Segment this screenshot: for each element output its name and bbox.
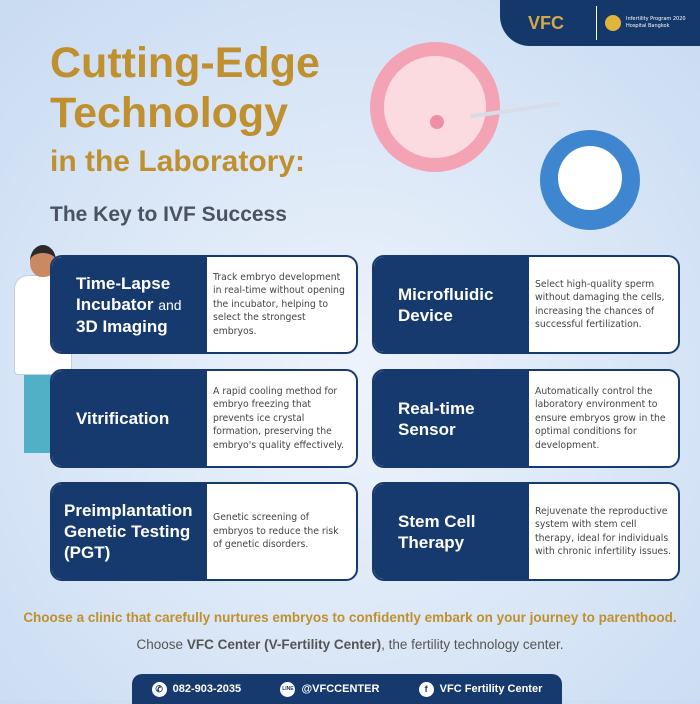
cta-line1: Choose a clinic that carefully nurtures … [23, 610, 677, 625]
card-title-text: Time-Lapse Incubator [76, 273, 171, 314]
card-desc: Track embryo development in real-time wi… [213, 271, 345, 337]
card-stem-cell: Stem Cell Therapy Rejuvenate the reprodu… [372, 482, 680, 581]
card-microfluidic: Microfluidic Device Select high-quality … [372, 255, 680, 354]
card-vitrification: Vitrification A rapid cooling method for… [50, 369, 358, 468]
phone-contact[interactable]: ✆ 082-903-2035 [151, 681, 242, 697]
divider [596, 6, 597, 40]
card-title: Vitrification [52, 371, 207, 466]
phone-icon: ✆ [151, 681, 167, 697]
embryo-illustration [540, 130, 640, 230]
facebook-name: VFC Fertility Center [439, 683, 543, 695]
vfc-logo: VFC [528, 12, 564, 33]
card-title: Microfluidic Device [374, 257, 529, 352]
card-desc: Automatically control the laboratory env… [535, 385, 666, 451]
card-title: Time-Lapse Incubator and 3D Imaging [52, 257, 207, 352]
card-desc: Genetic screening of embryos to reduce t… [213, 512, 339, 551]
title-line3: in the Laboratory: [50, 145, 306, 178]
subtitle: The Key to IVF Success [50, 203, 287, 226]
cta-pre: Choose [136, 637, 187, 652]
card-title-small: and [158, 296, 182, 313]
line-icon: LINE [280, 681, 296, 697]
card-title: Stem Cell Therapy [374, 484, 529, 579]
program-line2: Hospital Bangkok [626, 23, 670, 29]
card-realtime-sensor: Real-time Sensor Automatically control t… [372, 369, 680, 468]
contact-bar: ✆ 082-903-2035 LINE @VFCCENTER f VFC Fertil… [132, 674, 562, 704]
card-desc: Rejuvenate the reproductive system with … [535, 505, 671, 558]
card-pgt: Preimplantation Genetic Testing (PGT) Ge… [50, 482, 358, 581]
title-line2: Technology [50, 89, 289, 137]
facebook-contact[interactable]: f VFC Fertility Center [418, 681, 543, 697]
phone-number: 082-903-2035 [172, 683, 242, 695]
award-seal-icon [605, 15, 621, 31]
card-title-text2: 3D Imaging [76, 316, 168, 336]
card-time-lapse: Time-Lapse Incubator and 3D Imaging Track… [50, 255, 358, 354]
facebook-icon: f [418, 681, 434, 697]
card-desc: A rapid cooling method for embryo freezi… [213, 385, 344, 451]
program-line1: Infertility Program 2020 [626, 16, 686, 22]
title-line1: Cutting-Edge [50, 39, 320, 87]
line-contact[interactable]: LINE @VFCCENTER [280, 681, 380, 697]
card-title: Preimplantation Genetic Testing (PGT) [52, 484, 207, 579]
cta-bold: VFC Center (V-Fertility Center) [186, 637, 382, 652]
line-id: @VFCCENTER [301, 683, 380, 695]
cta-post: , the fertility technology center. [381, 637, 564, 652]
nucleus-icon [430, 115, 444, 129]
cta-line2: Choose VFC Center (V-Fertility Center), … [0, 637, 700, 652]
card-desc: Select high-quality sperm without damagi… [535, 278, 665, 331]
egg-cell-illustration [370, 42, 500, 172]
card-title: Real-time Sensor [374, 371, 529, 466]
